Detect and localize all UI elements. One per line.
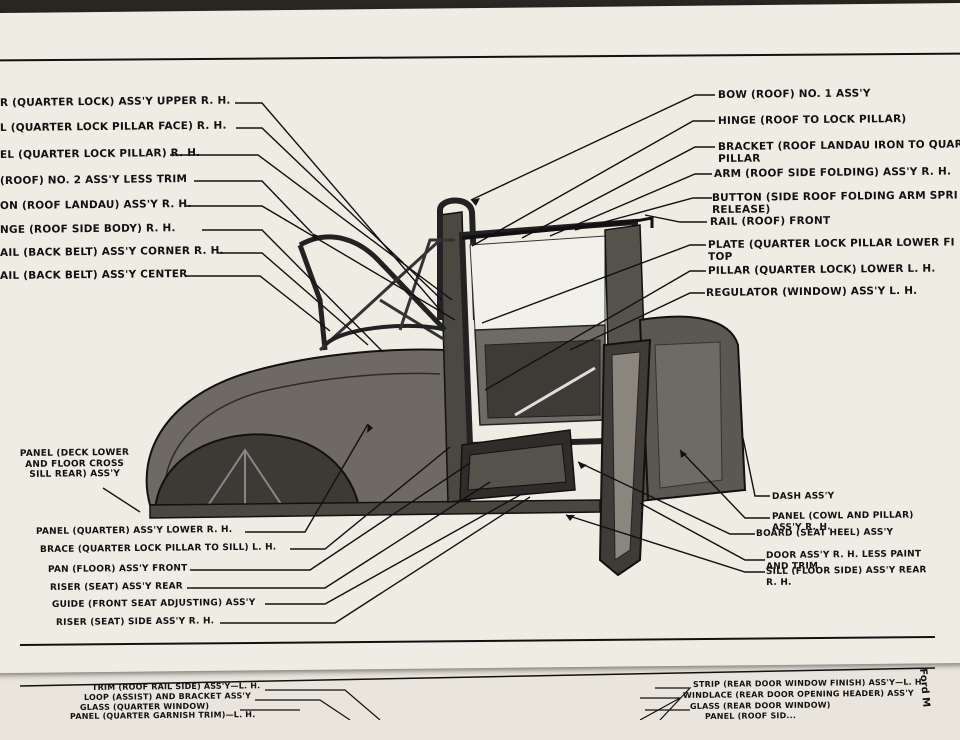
next-label-panel-roof: PANEL (ROOF SID... xyxy=(704,711,797,721)
label-board-seat-heel: BOARD (SEAT HEEL) ASS'Y xyxy=(755,527,894,539)
label-pan-floor: PAN (FLOOR) ASS'Y FRONT xyxy=(47,563,188,575)
label-dash: DASH ASS'Y xyxy=(771,491,835,502)
label-sill-floor-side: SILL (FLOOR SIDE) ASS'Y REAR R. H. xyxy=(765,565,927,588)
body-diagram xyxy=(19,94,936,720)
label-arm-roof-side: ARM (ROOF SIDE FOLDING) ASS'Y R. H. xyxy=(713,165,952,180)
label-plate-quarter-lock: PLATE (QUARTER LOCK PILLAR LOWER FI TOP xyxy=(707,236,955,263)
label-panel-quarter: PANEL (QUARTER) ASS'Y LOWER R. H. xyxy=(35,524,233,537)
label-button-side-roof: BUTTON (SIDE ROOF FOLDING ARM SPRI RELEA… xyxy=(711,189,958,216)
label-rail-roof-front: RAIL (ROOF) FRONT xyxy=(709,214,831,228)
label-bracket-roof-landau: BRACKET (ROOF LANDAU IRON TO QUAR PILLAR xyxy=(717,138,960,165)
arrow-heads xyxy=(312,198,687,521)
label-quarter-lock-pillar-face: L (QUARTER LOCK PILLAR FACE) R. H. xyxy=(0,119,227,134)
label-pillar-lower-lh: PILLAR (QUARTER LOCK) LOWER L. H. xyxy=(707,262,936,277)
label-hinge-roof-lock: HINGE (ROOF TO LOCK PILLAR) xyxy=(717,113,907,127)
label-riser-seat-rear: RISER (SEAT) ASS'Y REAR xyxy=(49,581,183,593)
next-page-leaders xyxy=(240,687,692,720)
label-quarter-lock-pillar: EL (QUARTER LOCK PILLAR) R. H. xyxy=(0,146,201,161)
label-quarter-lock-upper: R (QUARTER LOCK) ASS'Y UPPER R. H. xyxy=(0,94,231,109)
label-riser-seat-side: RISER (SEAT) SIDE ASS'Y R. H. xyxy=(55,616,215,628)
label-roof-landau: ON (ROOF LANDAU) ASS'Y R. H. xyxy=(0,197,192,212)
next-page-rule xyxy=(19,667,936,687)
car-body-illustration xyxy=(145,197,747,577)
label-panel-deck: PANEL (DECK LOWER AND FLOOR CROSS SILL R… xyxy=(19,447,130,480)
label-bow-roof-no1: BOW (ROOF) NO. 1 ASS'Y xyxy=(717,87,871,101)
label-regulator-window: REGULATOR (WINDOW) ASS'Y L. H. xyxy=(705,284,918,299)
label-guide-front-seat: GUIDE (FRONT SEAT ADJUSTING) ASS'Y xyxy=(51,597,256,610)
label-back-belt-center: AIL (BACK BELT) ASS'Y CENTER xyxy=(0,268,188,282)
label-roof-side-body: NGE (ROOF SIDE BODY) R. H. xyxy=(0,222,176,236)
label-back-belt-corner: AIL (BACK BELT) ASS'Y CORNER R. H. xyxy=(0,244,224,259)
label-roof-no2: (ROOF) NO. 2 ASS'Y LESS TRIM xyxy=(0,173,188,187)
leader-lines xyxy=(102,94,770,624)
next-label-panel-quarter-garnish: PANEL (QUARTER GARNISH TRIM)—L. H. xyxy=(69,710,256,721)
